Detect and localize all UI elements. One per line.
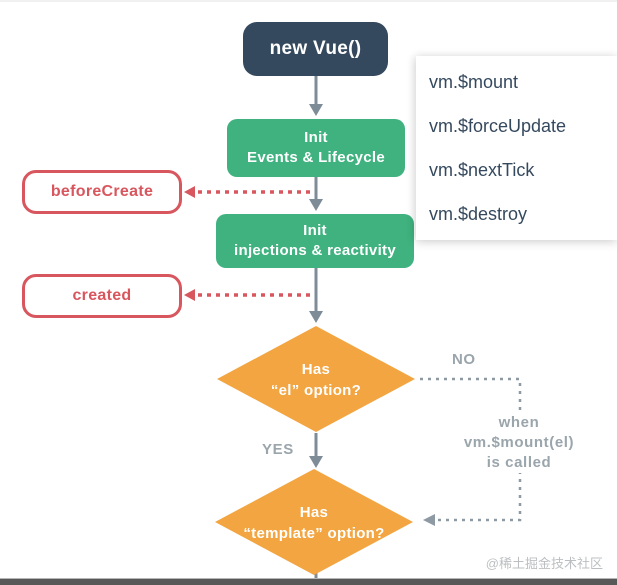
has-template-diamond <box>215 469 413 575</box>
init-injections-line1: Init <box>303 222 327 239</box>
bottom-bar <box>0 578 617 585</box>
panel-item-next-tick: vm.$nextTick <box>429 160 535 180</box>
yes-branch-label: YES <box>262 441 294 458</box>
has-template-line1: Has <box>299 504 329 521</box>
init-events-line1: Init <box>304 129 328 146</box>
when-line2: vm.$mount(el) <box>463 434 575 451</box>
flow-arrowheads <box>309 104 323 468</box>
has-el-line2: “el” option? <box>270 382 362 399</box>
init-events-node: Init Events & Lifecycle <box>227 119 405 177</box>
vm-api-panel: vm.$mount vm.$forceUpdate vm.$nextTick v… <box>416 56 617 240</box>
has-template-label: Has “template” option? <box>207 495 421 551</box>
has-template-line2: “template” option? <box>243 525 385 542</box>
hook-dotted-lines <box>196 190 310 297</box>
watermark-text: @稀土掘金技术社区 <box>485 556 603 571</box>
has-el-label: Has “el” option? <box>221 352 411 408</box>
init-events-line2: Events & Lifecycle <box>247 149 385 166</box>
panel-item-mount: vm.$mount <box>429 72 519 92</box>
panel-item-force-update: vm.$forceUpdate <box>429 116 567 136</box>
when-mount-called-label: when vm.$mount(el) is called <box>445 413 593 473</box>
panel-item-destroy: vm.$destroy <box>429 204 528 224</box>
hook-arrowheads <box>184 186 195 301</box>
when-line3: is called <box>486 454 552 471</box>
when-line1: when <box>498 414 540 431</box>
new-vue-node: new Vue() <box>243 22 388 76</box>
before-create-hook: beforeCreate <box>22 170 182 214</box>
has-el-diamond <box>217 326 415 432</box>
has-el-line1: Has <box>301 361 331 378</box>
init-injections-line2: injections & reactivity <box>234 242 396 259</box>
no-branch-label: NO <box>452 351 476 368</box>
init-injections-node: Init injections & reactivity <box>216 214 414 268</box>
no-path-arrowhead <box>423 514 435 526</box>
created-hook: created <box>22 274 182 318</box>
